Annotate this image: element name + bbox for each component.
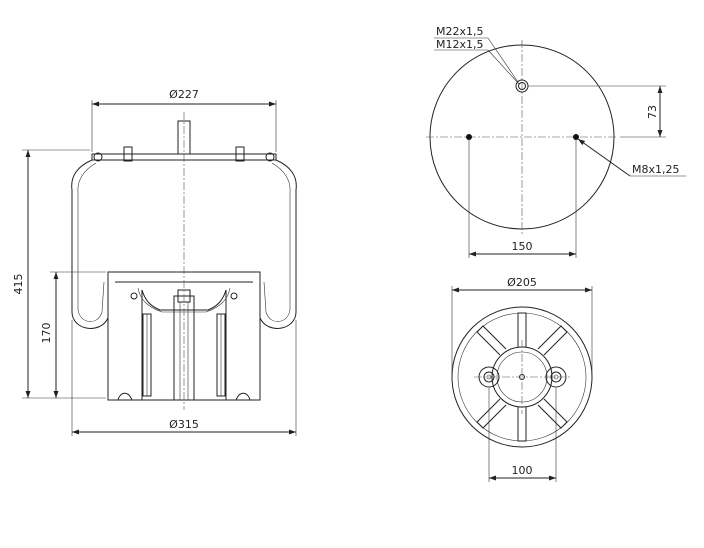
dim-piston-height: 170 — [40, 323, 53, 344]
top-view: M22x1,5 M12x1,5 73 M8x1,25 150 — [426, 25, 686, 258]
dim-bottom-diameter: Ø205 — [507, 276, 537, 289]
dim-offset-vertical: 73 — [646, 105, 659, 119]
side-section-view: Ø227 415 170 Ø315 — [12, 88, 297, 436]
label-thread-secondary: M12x1,5 — [436, 38, 484, 51]
dim-top-diameter: Ø227 — [169, 88, 199, 101]
dim-top-spacing: 150 — [512, 240, 533, 253]
label-thread-primary: M22x1,5 — [436, 25, 484, 38]
bottom-view: Ø205 100 — [451, 276, 593, 482]
dim-overall-height: 415 — [12, 274, 25, 295]
label-side-thread: M8x1,25 — [632, 163, 680, 176]
dim-bellow-diameter: Ø315 — [169, 418, 199, 431]
dim-bottom-spacing: 100 — [512, 464, 533, 477]
